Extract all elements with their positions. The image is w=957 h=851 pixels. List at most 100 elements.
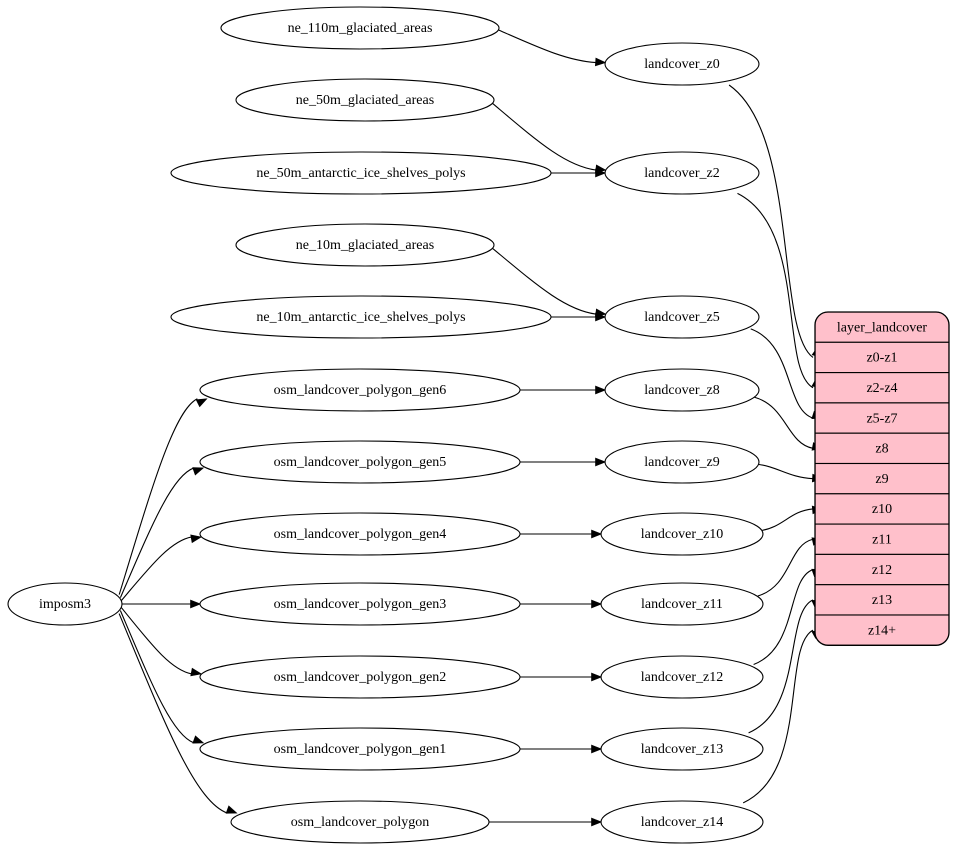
node-ellipse [199, 440, 521, 484]
edge-arrowhead [190, 667, 203, 677]
graph-edge [748, 599, 814, 734]
table-row-z9[interactable] [815, 462, 949, 495]
graph-node-landcover-z10[interactable]: landcover_z10 [600, 512, 764, 556]
edge-arrowhead [595, 57, 607, 67]
node-ellipse [220, 6, 500, 50]
graph-edge [491, 247, 597, 315]
node-label: landcover_z11 [641, 597, 723, 612]
edge-arrowhead [591, 744, 603, 754]
graph-edge [756, 463, 814, 480]
table-row-z8[interactable] [815, 432, 949, 465]
graph-edge [728, 84, 814, 358]
node-label: imposm3 [39, 597, 91, 612]
edge-arrowhead [190, 599, 202, 609]
graph-edge [119, 610, 195, 744]
node-ellipse [235, 78, 495, 122]
graph-node-osm-landcover-polygon-gen1[interactable]: osm_landcover_polygon_gen1 [199, 727, 521, 771]
node-label: osm_landcover_polygon_gen6 [274, 383, 447, 398]
node-ellipse [199, 655, 521, 699]
table-header-label: layer_landcover [837, 320, 928, 335]
graph-edge [753, 569, 814, 665]
table-row-label: z12 [872, 563, 892, 578]
table-row-label: z0-z1 [866, 351, 897, 366]
node-ellipse [604, 440, 760, 484]
graph-node-ne-110m-glaciated-areas[interactable]: ne_110m_glaciated_areas [220, 6, 500, 50]
node-ellipse [604, 42, 760, 86]
graph-node-landcover-z5[interactable]: landcover_z5 [604, 295, 760, 339]
graph-node-ne-10m-antarctic-ice-shelves-polys[interactable]: ne_10m_antarctic_ice_shelves_polys [170, 295, 552, 339]
edge-arrowhead [595, 312, 607, 322]
node-ellipse [170, 151, 552, 195]
graph-node-osm-landcover-polygon-gen2[interactable]: osm_landcover_polygon_gen2 [199, 655, 521, 699]
table-row-z12[interactable] [815, 553, 949, 586]
edge-arrowhead [595, 385, 607, 395]
node-label: osm_landcover_polygon_gen2 [274, 670, 447, 685]
edge-arrowhead [591, 817, 603, 827]
node-label: landcover_z10 [641, 527, 723, 542]
node-ellipse [235, 223, 495, 267]
graph-node-osm-landcover-polygon-gen4[interactable]: osm_landcover_polygon_gen4 [199, 512, 521, 556]
graph-node-ne-10m-glaciated-areas[interactable]: ne_10m_glaciated_areas [235, 223, 495, 267]
table-row-label: z10 [872, 502, 892, 517]
edge-arrowhead [192, 467, 205, 476]
node-ellipse [199, 727, 521, 771]
graph-edge [737, 192, 814, 389]
node-label: landcover_z14 [641, 815, 723, 830]
graph-node-landcover-z0[interactable]: landcover_z0 [604, 42, 760, 86]
graph-edge [120, 536, 192, 602]
graph-node-landcover-z13[interactable]: landcover_z13 [600, 727, 764, 771]
node-ellipse [600, 655, 764, 699]
edge-arrowhead [595, 168, 607, 178]
graph-node-landcover-z12[interactable]: landcover_z12 [600, 655, 764, 699]
node-ellipse [600, 727, 764, 771]
node-label: landcover_z13 [641, 742, 723, 757]
table-row-label: z9 [875, 472, 888, 487]
edge-arrowhead [190, 534, 203, 544]
node-ellipse [199, 582, 521, 626]
node-label: landcover_z0 [644, 57, 719, 72]
graph-node-landcover-z11[interactable]: landcover_z11 [600, 582, 764, 626]
graph-node-osm-landcover-polygon[interactable]: osm_landcover_polygon [230, 800, 490, 844]
graph-node-osm-landcover-polygon-gen5[interactable]: osm_landcover_polygon_gen5 [199, 440, 521, 484]
graph-node-landcover-z14[interactable]: landcover_z14 [600, 800, 764, 844]
graph-edge [760, 508, 814, 532]
node-ellipse [604, 295, 760, 339]
node-label: landcover_z2 [644, 166, 719, 181]
graph-node-landcover-z8[interactable]: landcover_z8 [604, 368, 760, 412]
node-label: landcover_z12 [641, 670, 723, 685]
graph-node-landcover-z9[interactable]: landcover_z9 [604, 440, 760, 484]
node-label: ne_110m_glaciated_areas [288, 21, 433, 36]
graph-edge [742, 629, 814, 804]
graph-node-osm-landcover-polygon-gen6[interactable]: osm_landcover_polygon_gen6 [199, 368, 521, 412]
graph-edge [120, 606, 192, 675]
node-label: ne_50m_antarctic_ice_shelves_polys [256, 166, 465, 181]
node-label: ne_10m_glaciated_areas [296, 238, 434, 253]
table-row-label: z5-z7 [866, 411, 897, 426]
graph-edge [497, 28, 597, 64]
edges-layer [118, 28, 824, 827]
graph-edge [491, 102, 597, 171]
edge-arrowhead [595, 457, 607, 467]
graph-node-ne-50m-antarctic-ice-shelves-polys[interactable]: ne_50m_antarctic_ice_shelves_polys [170, 151, 552, 195]
graph-node-ne-50m-glaciated-areas[interactable]: ne_50m_glaciated_areas [235, 78, 495, 122]
node-ellipse [7, 582, 123, 626]
graph-node-osm-landcover-polygon-gen3[interactable]: osm_landcover_polygon_gen3 [199, 582, 521, 626]
table-row-label: z11 [872, 532, 892, 547]
node-label: ne_10m_antarctic_ice_shelves_polys [256, 310, 465, 325]
node-label: osm_landcover_polygon_gen3 [274, 597, 447, 612]
edge-arrowhead [591, 672, 603, 682]
node-ellipse [604, 368, 760, 412]
edge-arrowhead [591, 529, 603, 539]
table-row-z0-z1[interactable] [815, 341, 949, 374]
node-label: osm_landcover_polygon_gen4 [274, 527, 447, 542]
table-row-z14plus[interactable] [815, 614, 949, 646]
table-row-z13[interactable] [815, 584, 949, 616]
table-cells [815, 312, 949, 646]
node-label: osm_landcover_polygon_gen1 [274, 742, 447, 757]
table-row-label: z13 [872, 593, 892, 608]
graph-node-landcover-z2[interactable]: landcover_z2 [604, 151, 760, 195]
node-ellipse [600, 800, 764, 844]
table-row-label: z2-z4 [866, 381, 897, 396]
graph-node-imposm3[interactable]: imposm3 [7, 582, 123, 626]
table-row-z5-z7[interactable] [815, 402, 949, 434]
